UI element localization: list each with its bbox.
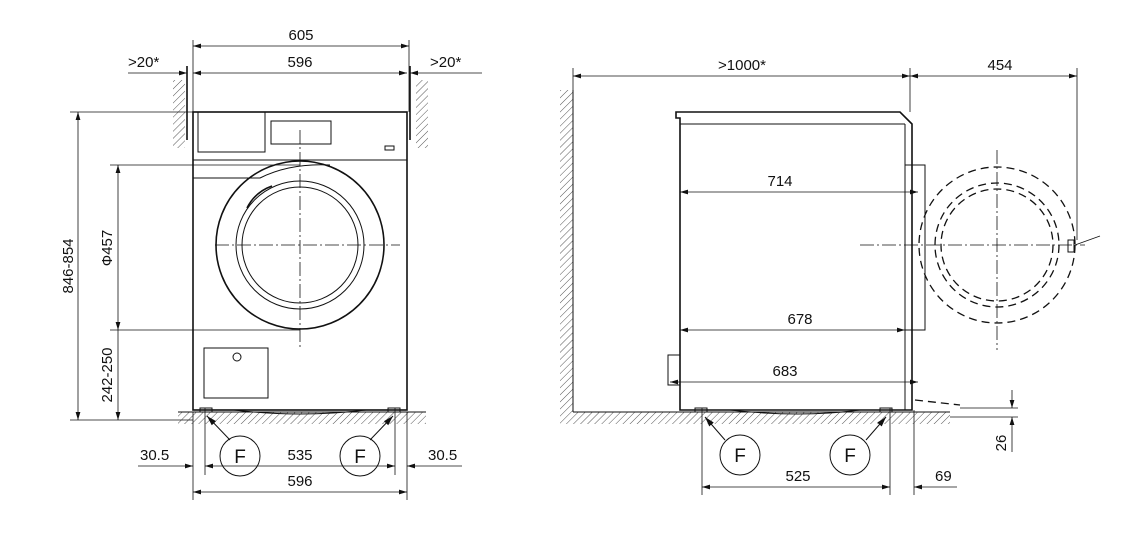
foot-marker-left xyxy=(219,435,261,477)
foot-marker-rear xyxy=(719,434,761,476)
filter-flap xyxy=(203,347,269,399)
dim-69: 69 xyxy=(935,468,952,485)
dim-596-bottom: 596 xyxy=(287,473,312,490)
dim-clearance-right: >20* xyxy=(430,54,461,71)
left-wall-hatch xyxy=(173,80,185,148)
dim-door-swing: 454 xyxy=(987,57,1012,74)
washer-side xyxy=(667,111,1101,415)
front-view: 605 596 >20* >20* 846-854 Ф457 242-250 F… xyxy=(60,27,482,500)
display-panel xyxy=(270,120,332,145)
detergent-drawer xyxy=(197,111,266,153)
dim-678: 678 xyxy=(787,311,812,328)
right-wall-hatch xyxy=(416,80,428,148)
rear-wall-hatch xyxy=(560,90,573,424)
dim-clearance-left: >20* xyxy=(128,54,159,71)
dim-foot-offset-right: 30.5 xyxy=(428,447,457,464)
dim-683: 683 xyxy=(772,363,797,380)
dim-height: 846-854 xyxy=(60,238,77,293)
dim-605: 605 xyxy=(288,27,313,44)
foot-label: F xyxy=(354,447,366,468)
dim-door-diameter: Ф457 xyxy=(99,230,116,266)
dim-wall-clearance: >1000* xyxy=(718,57,766,74)
dim-714: 714 xyxy=(767,173,792,190)
dim-525: 525 xyxy=(785,468,810,485)
dim-door-height: 242-250 xyxy=(99,347,116,402)
floor-hatch-side xyxy=(573,412,950,424)
dim-596-top: 596 xyxy=(287,54,312,71)
dim-foot-offset-left: 30.5 xyxy=(140,447,169,464)
washer-front xyxy=(192,111,408,415)
dim-foot-spacing: 535 xyxy=(287,447,312,464)
foot-marker-right xyxy=(339,435,381,477)
dim-26: 26 xyxy=(993,435,1010,452)
foot-marker-front xyxy=(829,434,871,476)
foot-label: F xyxy=(234,447,246,468)
floor-hatch xyxy=(178,412,426,424)
door-side xyxy=(904,164,926,331)
foot-label: F xyxy=(844,446,856,467)
foot-label: F xyxy=(734,446,746,467)
side-view: >1000* 454 714 678 683 F F 525 69 26 xyxy=(560,57,1101,495)
